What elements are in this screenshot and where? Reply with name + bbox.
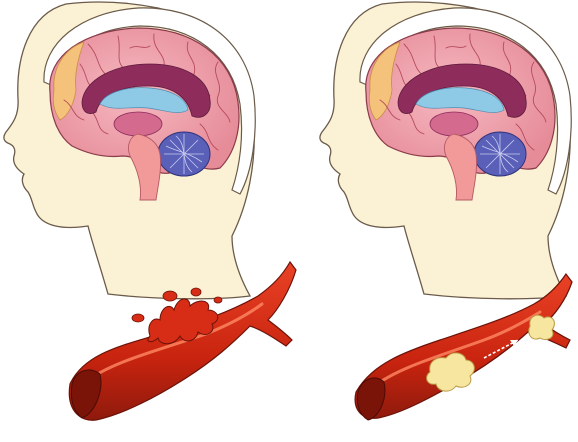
plaque bbox=[529, 315, 555, 339]
right-panel bbox=[320, 2, 571, 299]
left-panel bbox=[4, 2, 255, 299]
